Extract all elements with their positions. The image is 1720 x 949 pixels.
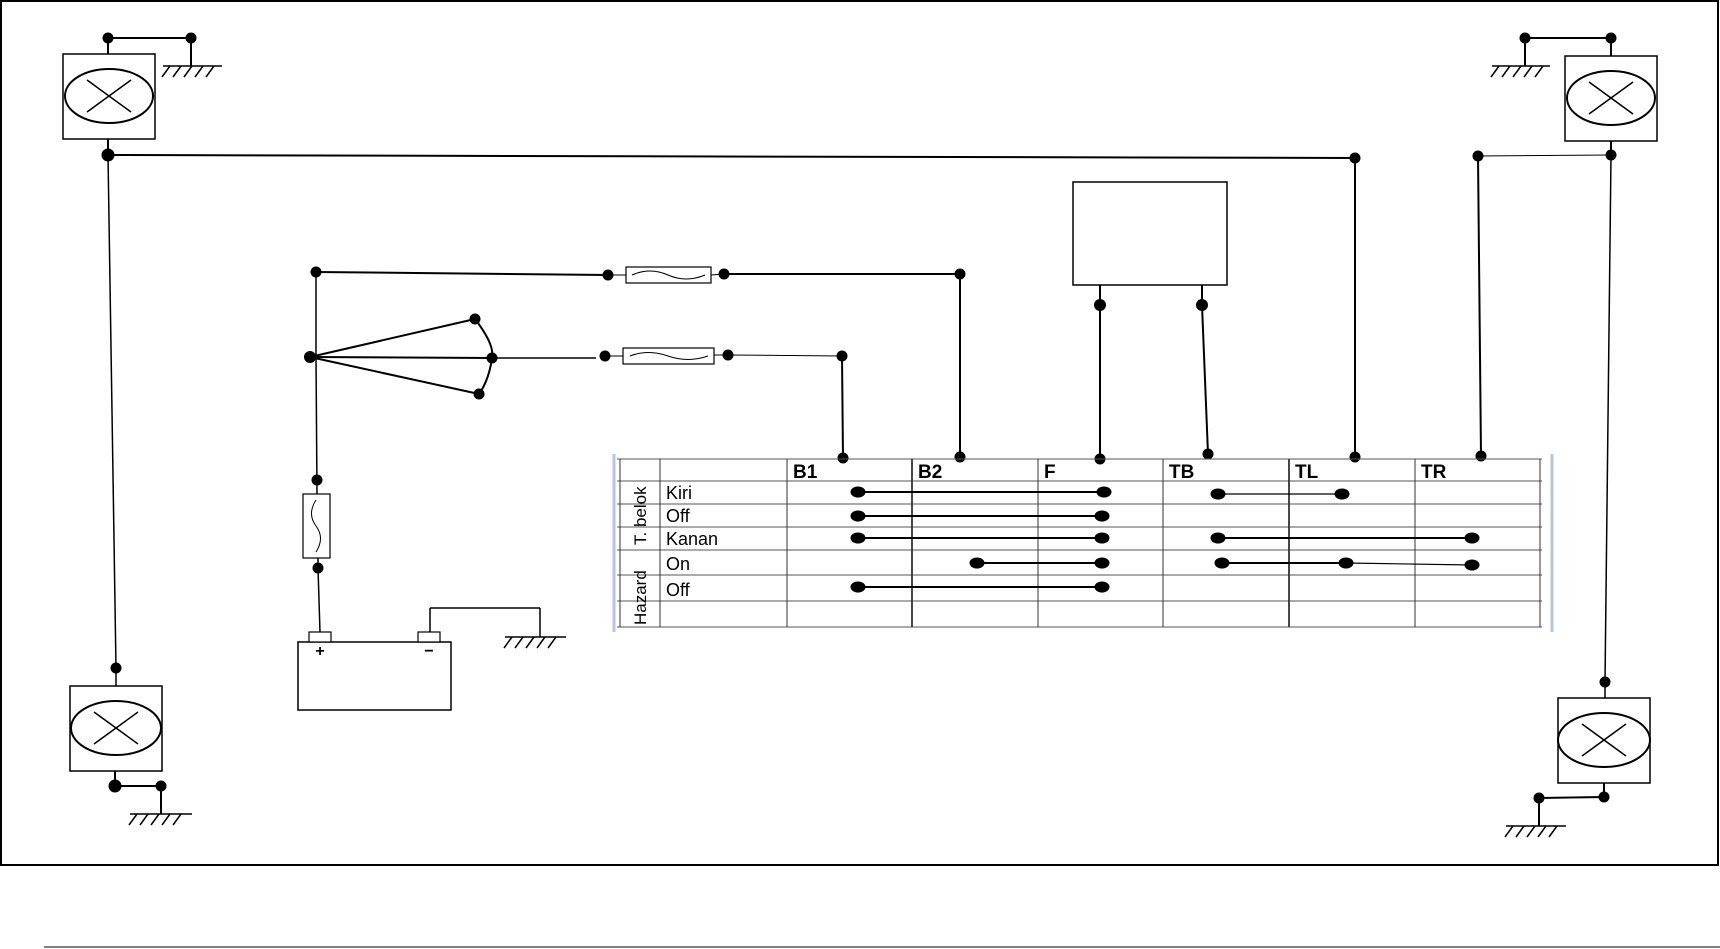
junction-dot-icon	[722, 349, 734, 361]
junction-dot-icon	[602, 269, 614, 281]
junction-dot-icon	[1349, 451, 1361, 463]
column-header-tb: TB	[1169, 462, 1194, 483]
junction-dots	[101, 32, 1617, 804]
battery-positive-terminal	[308, 631, 332, 643]
junction-dot-icon	[312, 562, 324, 574]
junction-dot-icon	[101, 148, 115, 162]
junction-dot-icon	[102, 32, 114, 44]
junction-dot-icon	[1196, 299, 1208, 311]
lamp-bottom-left	[69, 685, 163, 772]
diagram-frame	[0, 0, 1719, 866]
junction-dot-icon	[310, 266, 322, 278]
lamp-top-left	[62, 53, 156, 140]
battery: + −	[297, 631, 452, 711]
junction-dot-icon	[473, 388, 485, 400]
junction-dot-icon	[155, 780, 167, 792]
junction-dot-icon	[1094, 299, 1106, 311]
connection-row-off	[850, 510, 1110, 522]
junction-dot-icon	[1598, 791, 1610, 803]
junction-dot-icon	[110, 662, 122, 674]
row-label-kanan: Kanan	[666, 529, 718, 549]
column-header-tr: TR	[1421, 462, 1447, 483]
junction-dot-icon	[1599, 676, 1611, 688]
lamp-x-circle-icon	[1557, 712, 1651, 768]
junction-dot-icon	[836, 350, 848, 362]
row-label-off: Off	[666, 506, 691, 526]
lamp-x-circle-icon	[1566, 70, 1656, 126]
lamp-x-circle-icon	[70, 700, 162, 756]
row-label-kiri: Kiri	[666, 483, 692, 503]
row-label-hazard-off: Off	[666, 580, 691, 600]
fuse-icon	[302, 493, 331, 559]
column-header-tl: TL	[1295, 462, 1319, 483]
column-header-b2: B2	[918, 462, 942, 483]
switch-table: B1 B2 F TB TL TR T. belok Hazard Kiri Of…	[612, 454, 1554, 632]
junction-dot-icon	[304, 351, 316, 363]
battery-negative-terminal	[417, 631, 441, 643]
junction-dot-icon	[1475, 450, 1487, 462]
connection-row-hazard-off	[850, 581, 1110, 593]
junction-dot-icon	[311, 474, 323, 486]
battery-positive-label: +	[315, 643, 324, 660]
junction-dot-icon	[108, 779, 122, 793]
connection-row-on	[969, 557, 1480, 571]
junction-dot-icon	[718, 268, 730, 280]
lamp-bottom-right	[1557, 697, 1651, 784]
fuse-icon	[625, 266, 712, 284]
ground-hatch-icon	[161, 65, 222, 78]
junction-dot-icon	[1349, 152, 1361, 164]
column-header-f: F	[1044, 462, 1056, 483]
battery-negative-label: −	[424, 643, 433, 660]
ground-hatch-icon	[128, 813, 192, 826]
lamp-x-circle-icon	[64, 68, 154, 124]
row-label-on: On	[666, 554, 690, 574]
junction-dot-icon	[1202, 448, 1214, 460]
junction-dot-icon	[486, 352, 498, 364]
junction-dot-icon	[1472, 150, 1484, 162]
junction-dot-icon	[954, 451, 966, 463]
lamp-top-right	[1564, 55, 1658, 142]
flasher-unit	[1072, 181, 1228, 286]
connection-row-kiri	[850, 486, 1350, 500]
junction-dot-icon	[469, 313, 481, 325]
connection-row-kanan	[850, 532, 1480, 544]
junction-dot-icon	[599, 350, 611, 362]
ground-hatch-icon	[1490, 65, 1550, 78]
junction-dot-icon	[837, 452, 849, 464]
group-label-hazard: Hazard	[631, 570, 650, 625]
junction-dot-icon	[185, 32, 197, 44]
group-label-turn-signal: T. belok	[631, 486, 650, 545]
junction-dot-icon	[1605, 32, 1617, 44]
column-header-b1: B1	[793, 462, 818, 483]
junction-dot-icon	[1605, 149, 1617, 161]
junction-dot-icon	[1519, 32, 1531, 44]
ground-hatch-icon	[503, 636, 566, 649]
junction-dot-icon	[1533, 792, 1545, 804]
ground-hatch-icon	[1504, 825, 1566, 838]
junction-dot-icon	[954, 268, 966, 280]
fuse-icon	[622, 347, 715, 365]
